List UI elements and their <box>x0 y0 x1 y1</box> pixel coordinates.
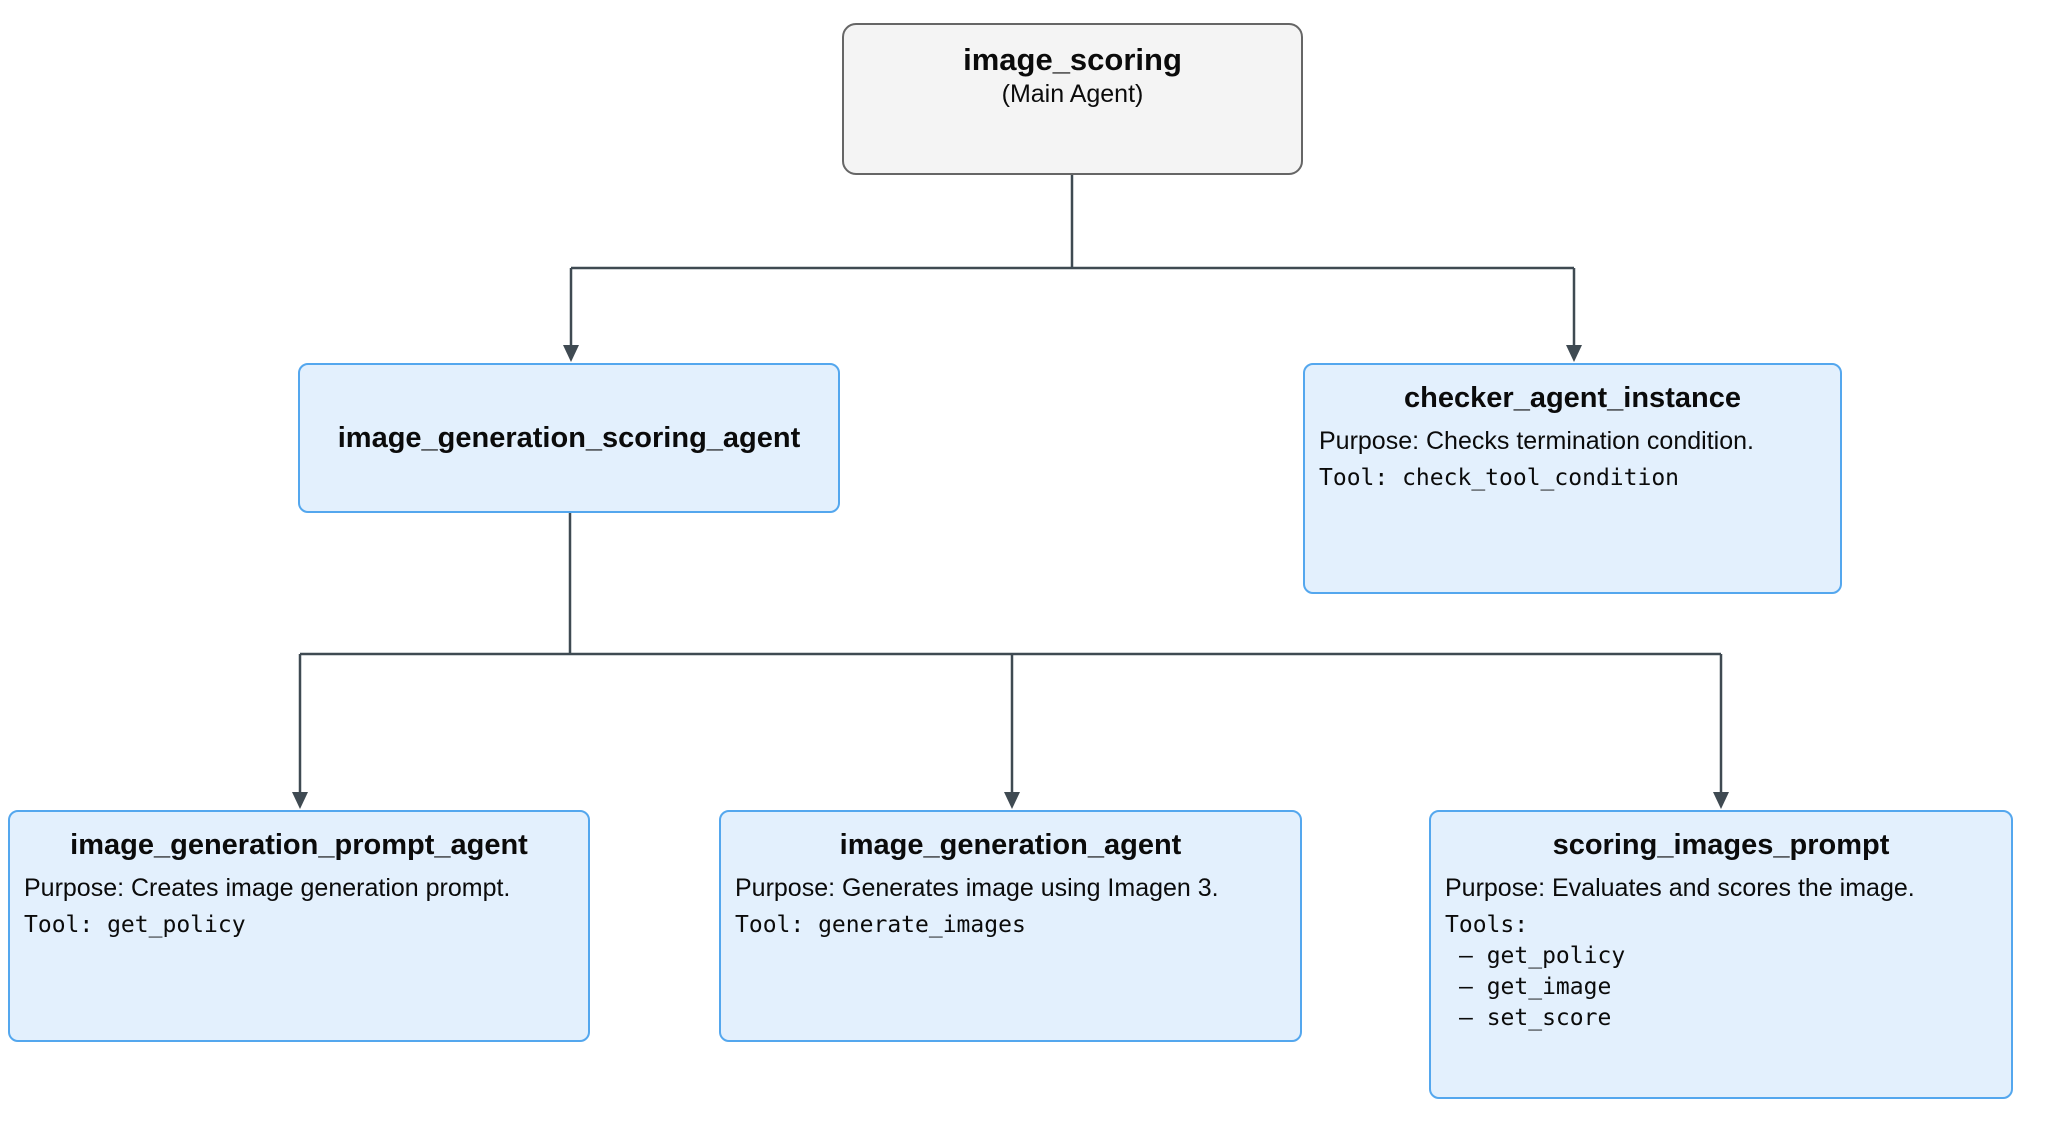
node-title: image_scoring <box>963 42 1182 77</box>
node-image-generation-agent: image_generation_agent Purpose: Generate… <box>719 810 1302 1042</box>
node-tools-label: Tools: <box>1445 912 1529 938</box>
node-checker-agent-instance: checker_agent_instance Purpose: Checks t… <box>1303 363 1842 594</box>
node-title: scoring_images_prompt <box>1552 829 1890 861</box>
arrowhead-generation-agent <box>1004 792 1020 809</box>
arrowhead-checker-agent <box>1566 345 1582 362</box>
node-subtitle: (Main Agent) <box>1001 80 1144 108</box>
arrowhead-scoring-agent <box>563 345 579 362</box>
arrowhead-scoring-prompt <box>1713 792 1729 809</box>
node-tool-item: – get_image <box>1459 974 1612 1000</box>
node-scoring-images-prompt: scoring_images_prompt Purpose: Evaluates… <box>1429 810 2013 1099</box>
node-title: image_generation_scoring_agent <box>337 422 801 454</box>
node-image-generation-prompt-agent: image_generation_prompt_agent Purpose: C… <box>8 810 590 1042</box>
node-title: image_generation_agent <box>839 829 1182 861</box>
node-tool-item: – get_policy <box>1459 943 1626 969</box>
node-tool-item: – set_score <box>1459 1005 1612 1031</box>
node-purpose: Purpose: Creates image generation prompt… <box>24 874 511 902</box>
node-purpose: Purpose: Checks termination condition. <box>1319 427 1754 455</box>
node-image-scoring: image_scoring (Main Agent) <box>842 23 1303 175</box>
node-image-generation-scoring-agent: image_generation_scoring_agent <box>298 363 840 513</box>
node-title: checker_agent_instance <box>1404 382 1741 414</box>
node-purpose: Purpose: Generates image using Imagen 3. <box>735 874 1219 902</box>
node-title: image_generation_prompt_agent <box>70 829 528 861</box>
node-tool: Tool: get_policy <box>24 912 246 938</box>
arrowhead-prompt-agent <box>292 792 308 809</box>
node-tool: Tool: generate_images <box>735 912 1026 938</box>
node-purpose: Purpose: Evaluates and scores the image. <box>1445 874 1915 902</box>
node-tool: Tool: check_tool_condition <box>1319 465 1680 491</box>
